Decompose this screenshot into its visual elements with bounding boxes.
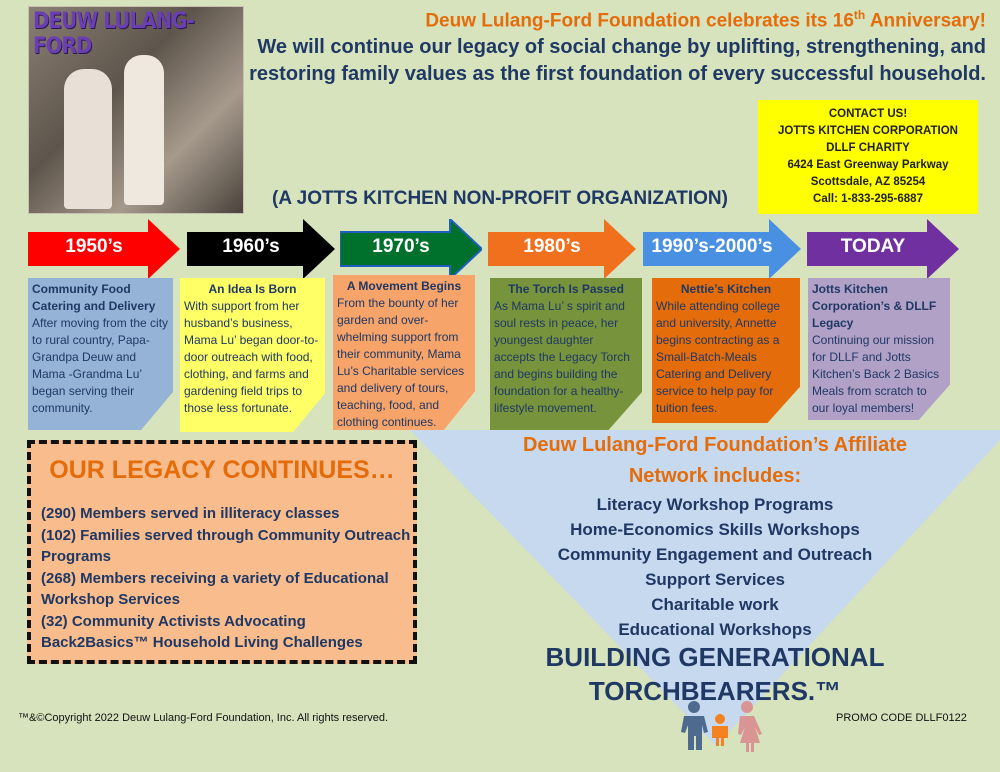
arrow-shape — [28, 219, 180, 279]
card-text: With support from her husband’s business… — [184, 299, 319, 415]
card-text: As Mama Lu’ s spirit and soul rests in p… — [494, 299, 630, 415]
photo-figure-woman — [64, 69, 112, 209]
affiliate-title: Deuw Lulang-Ford Foundation’s Affiliate … — [522, 434, 908, 487]
legacy-item: (102) Families served through Community … — [41, 526, 411, 566]
era-label: 1990’s-2000’s — [651, 236, 773, 257]
promo-code: PROMO CODE DLLF0122 — [836, 712, 967, 724]
affiliate-item: Literacy Workshop Programs — [596, 495, 834, 514]
legacy-item: (290) Members served in illiteracy class… — [41, 505, 340, 522]
era-label: 1970’s — [372, 236, 430, 257]
card-text: Continuing our mission for DLLF and Jott… — [812, 333, 940, 415]
affiliate-item: Educational Workshops — [618, 620, 812, 639]
legacy-item: (268) Members receiving a variety of Edu… — [41, 569, 389, 609]
affiliate-network: Deuw Lulang-Ford Foundation’s Affiliate … — [440, 430, 990, 642]
arrow-shape — [340, 219, 482, 279]
timeline-arrow-0: 1950’s — [28, 219, 180, 279]
logo-text: DEUW LULANG-FORD — [33, 9, 195, 59]
arrow-shape — [488, 219, 636, 279]
era-label: 1980’s — [523, 236, 581, 257]
timeline-arrow-3: 1980’s — [488, 219, 636, 279]
card-title: An Idea Is Born — [208, 282, 297, 296]
timeline-card-5: Jotts Kitchen Corporation’s & DLLF Legac… — [808, 278, 950, 420]
legacy-title: OUR LEGACY CONTINUES… — [49, 456, 395, 484]
card-title: The Torch Is Passed — [508, 282, 624, 296]
copyright: ™&©Copyright 2022 Deuw Lulang-Ford Found… — [18, 712, 389, 724]
timeline-arrow-4: 1990’s-2000’s — [643, 219, 801, 279]
tagline: BUILDING GENERATIONAL TORCHBEARERS.™ — [545, 642, 885, 706]
mission-statement: We will continue our legacy of social ch… — [249, 36, 986, 85]
affiliate-item: Community Engagement and Outreach — [557, 545, 873, 564]
affiliate-item: Home-Economics Skills Workshops — [570, 520, 860, 539]
family-icon — [681, 701, 762, 752]
era-label: 1950’s — [65, 236, 123, 257]
card-text: From the bounty of her garden and over-w… — [337, 296, 465, 429]
card-title: Community Food Catering and Delivery — [32, 282, 156, 313]
card-title: A Movement Begins — [346, 279, 462, 293]
organization-subtitle: (A JOTTS KITCHEN NON-PROFIT ORGANIZATION… — [272, 188, 728, 209]
affiliate-item: Support Services — [645, 570, 785, 589]
photo-figure-man — [124, 55, 164, 205]
era-label: TODAY — [840, 236, 906, 257]
timeline-card-3: The Torch Is Passed As Mama Lu’ s spirit … — [490, 278, 642, 430]
arrow-shape — [187, 219, 335, 279]
card-text: After moving from the city to rural coun… — [32, 316, 169, 415]
arrow-shape — [643, 219, 801, 279]
anniversary-heading: Deuw Lulang-Ford Foundation celebrates i… — [425, 8, 986, 32]
affiliate-item: Charitable work — [651, 595, 779, 614]
timeline-arrow-2: 1970’s — [340, 219, 482, 279]
timeline-arrow-1: 1960’s — [187, 219, 335, 279]
card-text: While attending college and university, … — [656, 299, 781, 415]
legacy-box: OUR LEGACY CONTINUES… (290) Members serv… — [27, 440, 417, 664]
arrow-shape — [807, 219, 959, 279]
founders-photo: DEUW LULANG-FORD — [28, 6, 244, 214]
legacy-item: (32) Community Activists Advocating Back… — [41, 612, 363, 652]
card-title: Jotts Kitchen Corporation’s & DLLF Legac… — [812, 282, 937, 330]
era-label: 1960’s — [222, 236, 280, 257]
timeline-arrow-5: TODAY — [807, 219, 959, 279]
card-title: Nettie’s Kitchen — [680, 282, 772, 296]
